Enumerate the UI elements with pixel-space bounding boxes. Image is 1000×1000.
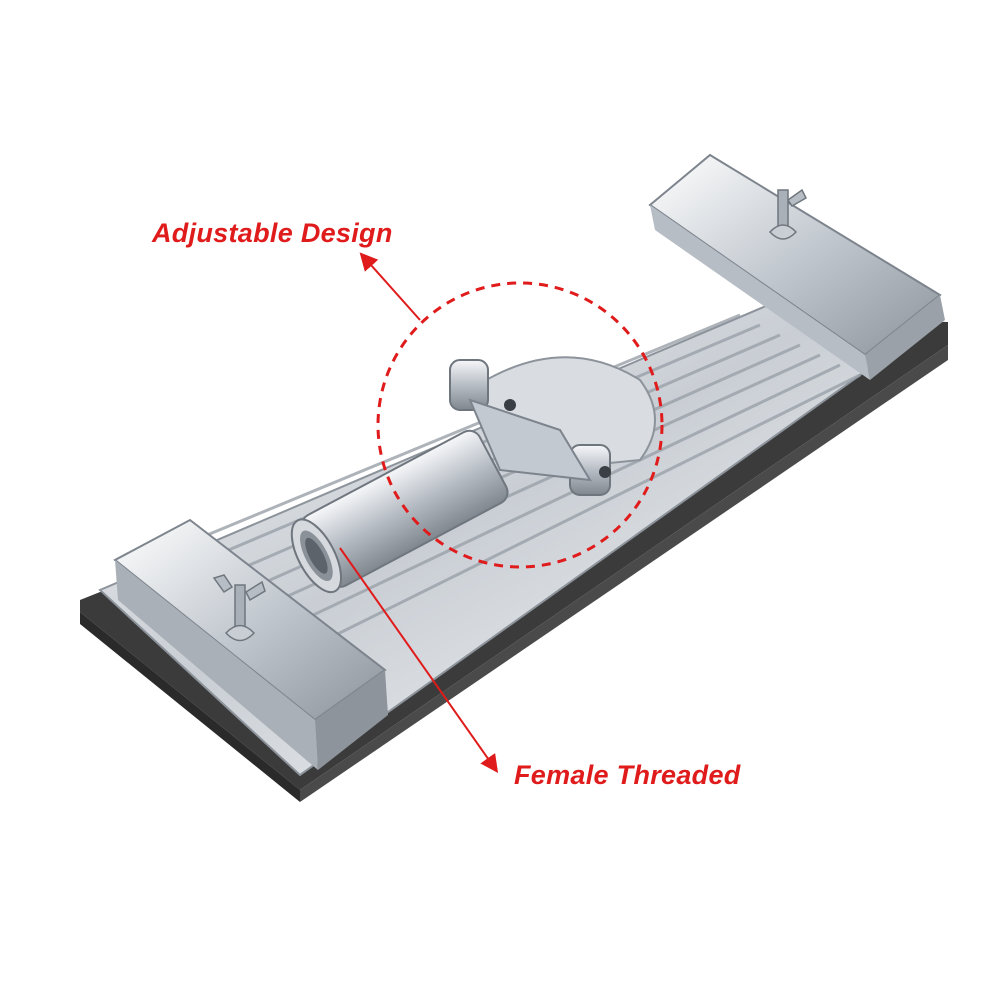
pivot-hole-icon [599,466,611,478]
front-wing-nut-icon [212,574,266,642]
rubber-pad-front [300,345,948,802]
female-threaded-label: Female Threaded [514,760,741,790]
back-wing-nut-icon [768,188,807,240]
adjustable-design-arrow-icon [359,252,421,321]
front-clamp [113,518,388,770]
swivel-mount [449,356,656,496]
back-clamp [648,153,945,380]
female-threaded-arrow-icon [339,547,499,773]
rubber-pad-edge [80,612,300,802]
adjustable-design-label: Adjustable Design [152,218,393,248]
pivot-hole-icon [504,399,516,411]
highlight-circle-icon [376,281,664,569]
